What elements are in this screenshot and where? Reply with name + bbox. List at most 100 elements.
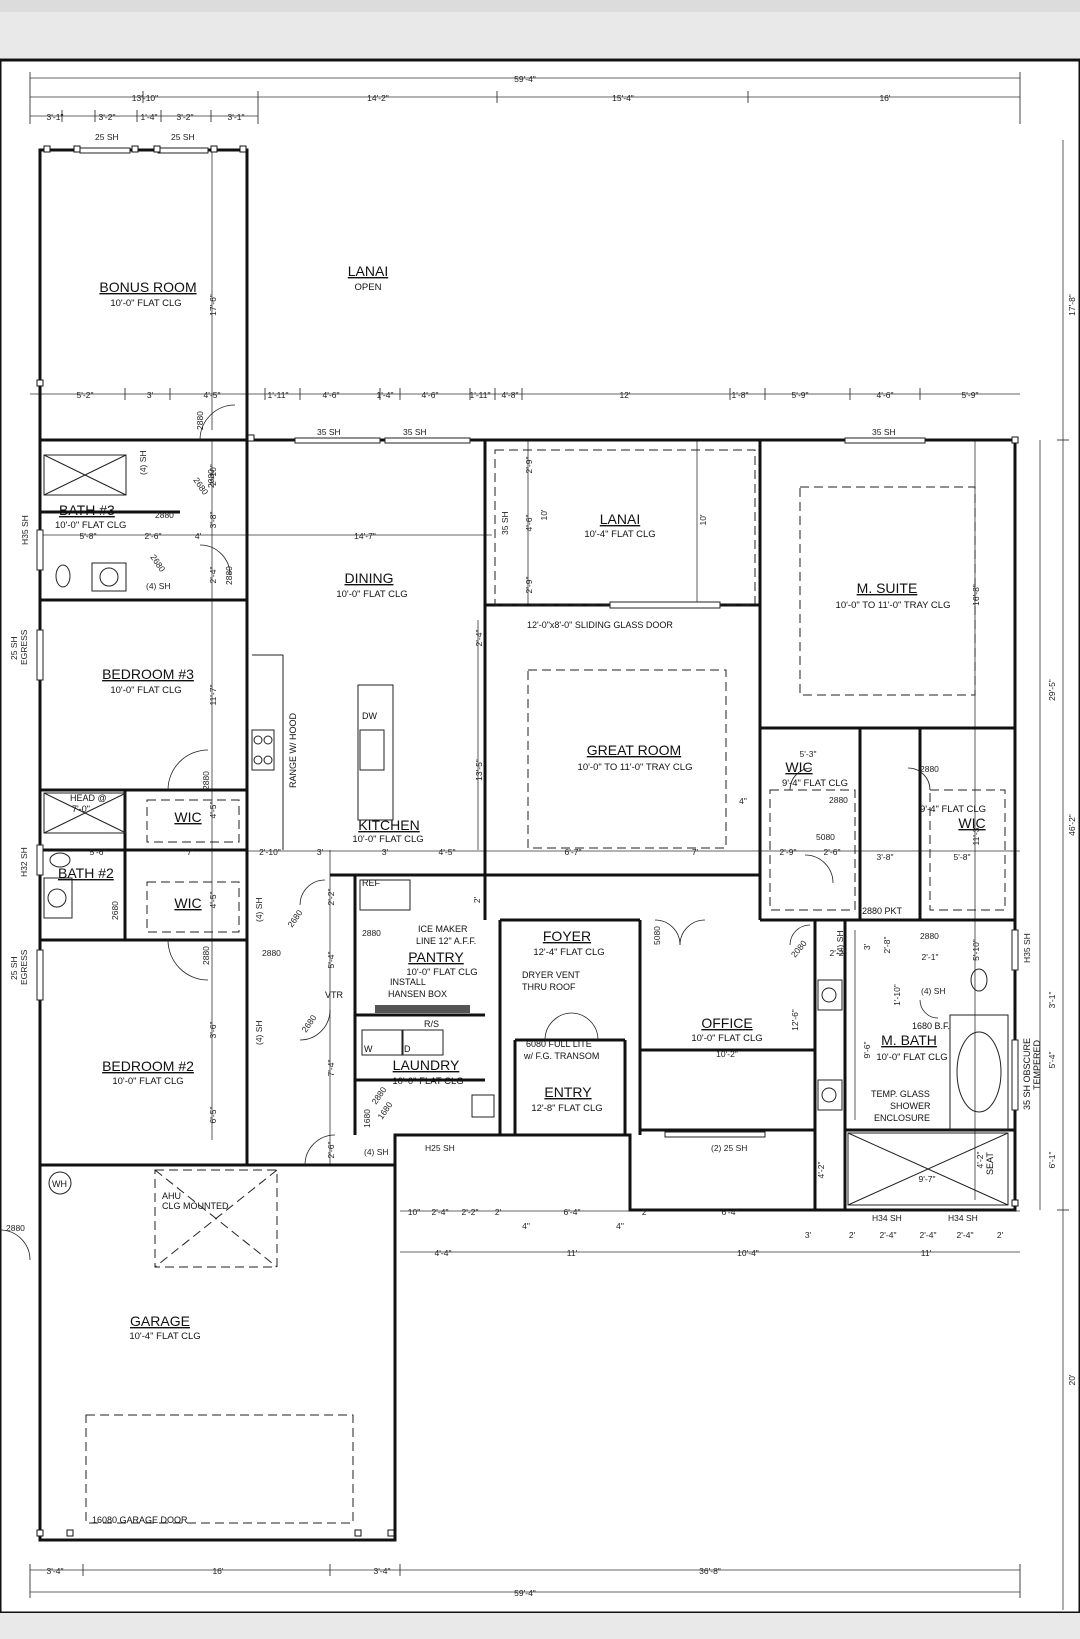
room-mbath-clg: 10'-0" FLAT CLG [876,1052,947,1063]
note-door-2: w/ F.G. TRANSOM [523,1051,599,1061]
dim-h5-8b: 5'-8" [954,852,971,862]
win-h32: H32 SH [19,847,29,877]
dim-overall-top: 59'-4" [514,74,536,84]
room-office-clg: 10'-0" FLAT CLG [691,1033,762,1044]
room-lanai-open-clg: OPEN [355,282,382,293]
room-dining-clg: 10'-0" FLAT CLG [336,589,407,600]
room-wic1-name: WIC [785,759,812,775]
dim-v2-9a: 2'-9" [524,457,534,474]
note-install: INSTALL [390,977,426,987]
fixtures [43,454,1009,1206]
dim-b2b: 2' [642,1207,649,1217]
door-2680-e: 2680 [148,552,167,573]
win-4sh-d: (4) SH [254,1020,264,1045]
washer [361,1029,403,1056]
dim-v1-10: 1'-10" [892,984,902,1006]
dim-v2: 2' [472,896,482,903]
win-4sh-b: (4) SH [146,581,171,591]
dim-m5-9a: 5'-9" [792,390,809,400]
dim-v11-3: 11'-3" [971,824,981,845]
dim-b3: 3' [805,1230,812,1240]
dim-g3-4a: 3'-4" [47,1566,64,1576]
win-25sh-b: 25 SH [171,132,195,142]
tray-ceilings [85,449,1006,1524]
room-laundry-name: LAUNDRY [393,1057,460,1073]
note-temp-glass-2: SHOWER [890,1101,931,1111]
dim-m5-9b: 5'-9" [962,390,979,400]
room-bath2-name: BATH #2 [58,865,114,881]
win-egress-2b: EGRESS [19,949,29,985]
note-head-2: 7'-0" [72,804,90,814]
dim-m4-6c: 4'-6" [877,390,894,400]
dim-m1-11b: 1'-11" [469,390,490,400]
win-25sh-x2: (2) 25 SH [711,1143,747,1153]
room-lanai-clg: 10'-4" FLAT CLG [584,529,655,540]
dim-v10b: 10' [698,514,708,525]
room-wic2-name: WIC [958,815,985,831]
note-dryer-vent-1: DRYER VENT [522,970,580,980]
dim-v13-5: 13'-5" [474,759,484,781]
dim-h2-1: 2'-1" [922,952,939,962]
note-temp-glass-1: TEMP. GLASS [871,1089,930,1099]
shower-bath2 [43,792,127,834]
dim-v16-8: 16'-8" [971,584,981,606]
dim-v2-6: 2'-6" [326,1142,336,1159]
note-ice-maker-1: ICE MAKER [418,924,468,934]
door-1680-b: 1680 [362,1109,372,1128]
dim-v2-4b: 2'-4" [474,630,484,647]
refrigerator [359,879,411,911]
dim-v4-6: 4'-6" [524,515,534,532]
note-sliding-door: 12'-0"x8'-0" SLIDING GLASS DOOR [527,620,673,630]
window-labels: 25 SH 25 SH 35 SH 35 SH 35 SH 35 SH H35 … [9,132,1032,1223]
windows-marks [36,147,1019,1138]
door-2880-a: 2880 [195,411,205,430]
dim-b2-2: 2'-2" [462,1207,479,1217]
note-pocket-door: 2880 PKT [862,906,903,916]
dim-h2-6b: 2'-6" [824,847,841,857]
room-laundry-clg: 10'-0" FLAT CLG [392,1076,463,1087]
note-temp-glass-3: ENCLOSURE [874,1113,930,1123]
dim-v17-6: 17'-6" [208,294,218,316]
kitchen-island [357,684,394,821]
note-ahu-1: AHU [162,1191,181,1201]
door-2880-c: 2880 [224,566,234,585]
note-rs: R/S [424,1019,439,1029]
room-kitchen-name: KITCHEN [358,817,419,833]
toilet-bath2 [49,852,71,868]
toilet-bath3 [55,564,71,588]
win-35sh-c: 35 SH [872,427,896,437]
dim-h2-9: 2'-9" [780,847,797,857]
door-5080-a: 5080 [816,832,835,842]
note-hansen-box: HANSEN BOX [388,989,447,999]
range [251,729,275,771]
dim-s1-4: 1'-4" [141,112,158,122]
sheet-frame [0,58,1080,1613]
door-2680-d: 2680 [299,1013,318,1034]
dim-m1-8: 1'-8" [732,390,749,400]
win-h35-a: H35 SH [20,515,30,545]
plan-sheet: BONUS ROOM 10'-0" FLAT CLG LANAI OPEN BA… [0,58,1080,1613]
dim-h5-8a: 5'-8" [80,531,97,541]
dim-h3b: 3' [382,847,389,857]
win-35sh-b: 35 SH [403,427,427,437]
dim-v4-5a: 4'-5" [208,802,218,819]
dim-g3-4b: 3'-4" [374,1566,391,1576]
sink-bath3 [91,562,127,592]
dim-h2-2: 2'-2" [830,948,847,958]
dim-c11b: 11' [921,1248,932,1258]
dim-r3-1: 3'-1" [1047,992,1057,1009]
dim-g59-4: 59'-4" [514,1588,536,1598]
win-25sh-a: 25 SH [95,132,119,142]
win-h35-b: H35 SH [1022,933,1032,963]
door-2880-i: 2880 [829,795,848,805]
dim-v6-5: 6'-5" [208,1107,218,1124]
dim-14-2: 14'-2" [367,93,389,103]
win-35sh-a: 35 SH [317,427,341,437]
room-great-clg: 10'-0" TO 11'-0" TRAY CLG [578,762,693,773]
dim-h5-6: 5'-6" [90,847,107,857]
note-dryer: D [404,1044,411,1054]
dim-13-10: 13'-10" [132,93,158,103]
dim-v3-6: 3'-6" [208,1022,218,1039]
dim-v2-4: 2'-4" [208,567,218,584]
note-head-1: HEAD @ [70,793,107,803]
